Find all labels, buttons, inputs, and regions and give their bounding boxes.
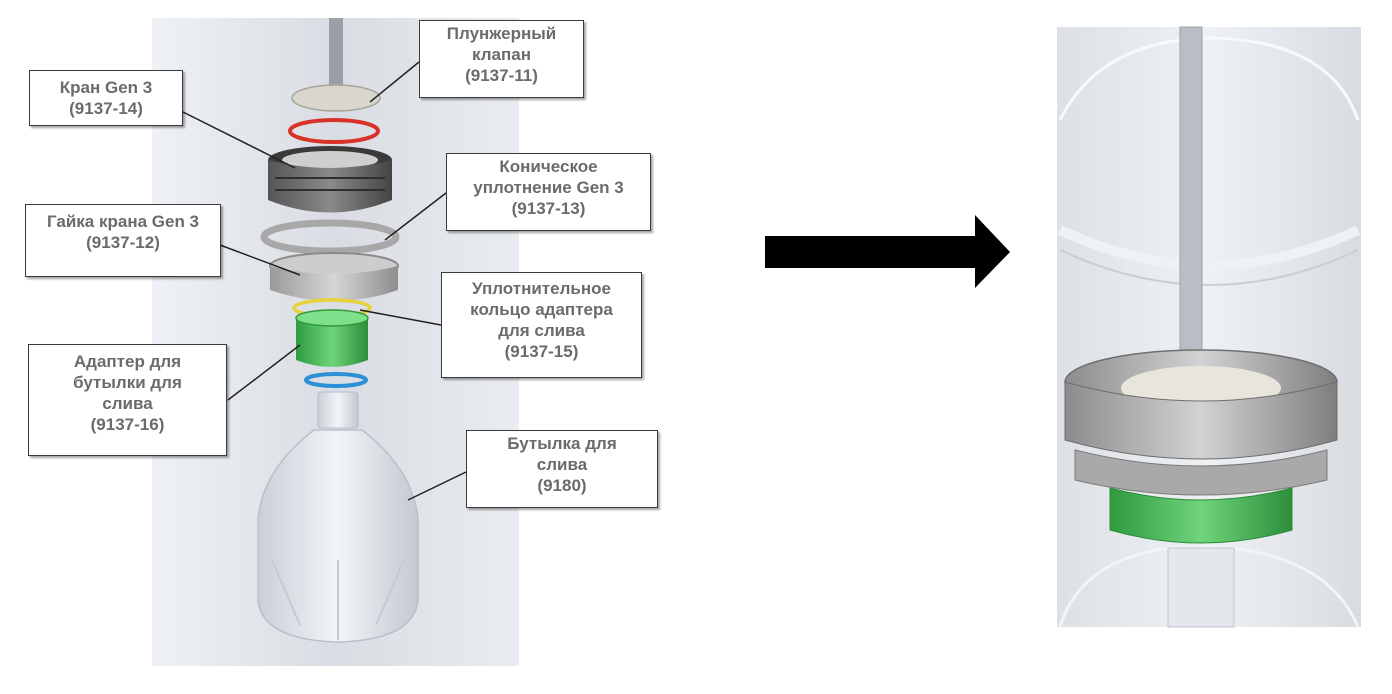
plunger-stem	[329, 18, 343, 98]
green-adapter-shape	[296, 318, 368, 367]
callout-plunger-valve: Плунжерный клапан (9137-11)	[419, 20, 584, 98]
plunger-valve-shape	[291, 84, 381, 112]
callout-drain-bottle-adapter: Адаптер для бутылки для слива (9137-16)	[28, 344, 227, 456]
assembled-view	[1057, 26, 1361, 628]
red-seal-ring	[288, 118, 380, 144]
leader-lines	[182, 61, 467, 501]
callout-adapter-seal-ring-line3: для слива	[498, 321, 585, 340]
callout-tap-nut-code: (9137-12)	[86, 233, 160, 252]
drain-bottle-shape	[257, 391, 419, 643]
tap-body	[268, 160, 392, 213]
callout-drain-bottle-adapter-line3: слива	[102, 394, 153, 413]
callout-conical-seal-line1: Коническое	[499, 157, 598, 176]
callout-drain-bottle-code: (9180)	[537, 476, 587, 495]
callout-adapter-seal-ring: Уплотнительное кольцо адаптера для слива…	[441, 272, 642, 378]
callout-tap: Кран Gen 3 (9137-14)	[29, 70, 183, 126]
callout-conical-seal-line2: уплотнение Gen 3	[473, 178, 624, 197]
callout-drain-bottle-line2: слива	[536, 455, 588, 474]
blue-seal-ring	[304, 372, 368, 388]
callout-drain-bottle-line1: Бутылка для	[507, 434, 617, 453]
callout-adapter-seal-ring-line2: кольцо адаптера	[470, 300, 613, 319]
conical-seal-shape	[260, 219, 400, 255]
callout-tap-nut-name: Гайка крана Gen 3	[46, 212, 200, 231]
callout-tap-nut: Гайка крана Gen 3 (9137-12)	[25, 204, 221, 277]
callout-conical-seal: Коническое уплотнение Gen 3 (9137-13)	[446, 153, 651, 231]
callout-plunger-valve-code: (9137-11)	[465, 66, 538, 85]
callout-conical-seal-code: (9137-13)	[511, 199, 586, 218]
callout-tap-code: (9137-14)	[69, 99, 143, 118]
callout-adapter-seal-ring-code: (9137-15)	[504, 342, 579, 361]
callout-drain-bottle-adapter-code: (9137-16)	[90, 415, 165, 434]
callout-plunger-valve-line2: клапан	[472, 45, 531, 64]
callout-plunger-valve-line1: Плунжерный	[446, 24, 557, 43]
callout-adapter-seal-ring-line1: Уплотнительное	[472, 279, 611, 298]
transition-arrow	[765, 215, 1010, 288]
callout-drain-bottle-adapter-line2: бутылки для	[73, 373, 182, 392]
callout-tap-name: Кран Gen 3	[59, 78, 153, 97]
callout-drain-bottle: Бутылка для слива (9180)	[466, 430, 658, 508]
tap-nut-shape	[270, 266, 398, 301]
callout-drain-bottle-adapter-line1: Адаптер для	[73, 352, 182, 371]
